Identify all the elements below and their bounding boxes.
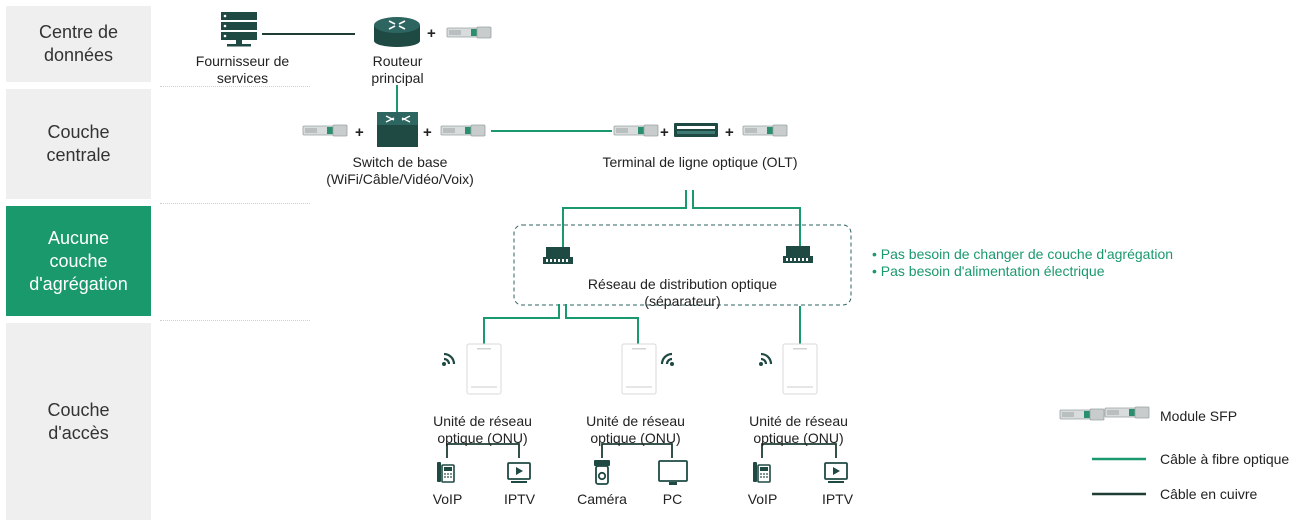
onu-device-icon — [621, 343, 657, 395]
wifi-icon — [757, 352, 773, 368]
layer-aggregation-label: Aucune couche d'agrégation — [29, 227, 128, 294]
voip-label: VoIP — [432, 491, 463, 507]
onu-device-icon — [466, 343, 502, 395]
fiber-cable — [565, 304, 639, 344]
fiber-cable — [483, 304, 560, 344]
legend-sfp-label: Module SFP — [1160, 408, 1238, 424]
layer-access: Couche d'accès — [6, 323, 151, 520]
plus-sign: + — [423, 124, 432, 141]
voip-label: VoIP — [747, 491, 778, 507]
legend-sfp-icon — [1059, 408, 1105, 421]
benefit-item: • Pas besoin de changer de couche d'agré… — [872, 246, 1174, 262]
olt-icon — [674, 123, 718, 137]
layer-core-label: Couche centrale — [46, 122, 111, 165]
onu-device-icon — [782, 343, 818, 395]
copper-cable — [761, 443, 837, 458]
plus-sign: + — [725, 124, 734, 141]
sfp-module-icon — [440, 124, 486, 137]
copper-cable — [601, 443, 673, 458]
odn-label: Réseau de distribution optique (séparate… — [587, 276, 778, 309]
splitter-icon — [543, 247, 573, 264]
fiber-cable — [562, 190, 687, 248]
layer-divider — [160, 203, 310, 204]
plus-sign: + — [427, 25, 436, 42]
layer-core: Couche centrale — [6, 89, 151, 199]
benefits-list: • Pas besoin de changer de couche d'agré… — [872, 246, 1173, 280]
legend-fiber-label: Câble à fibre optique — [1160, 451, 1290, 467]
wifi-icon — [660, 352, 676, 368]
layer-aggregation: Aucune couche d'agrégation — [6, 206, 151, 316]
layer-access-label: Couche d'accès — [47, 399, 110, 443]
fiber-cable — [692, 190, 801, 246]
layer-data-center-label: Centre de données — [38, 22, 119, 65]
sfp-module-icon — [613, 124, 659, 137]
router-icon — [374, 17, 420, 47]
sfp-module-icon — [446, 26, 492, 39]
phone-icon — [436, 461, 455, 483]
odn-box — [513, 224, 852, 306]
phone-icon — [752, 461, 771, 483]
olt-label: Terminal de ligne optique (OLT) — [602, 154, 798, 170]
benefit-item: • Pas besoin d'alimentation électrique — [872, 263, 1105, 279]
main-router-label: Routeur principal — [371, 53, 424, 86]
onu-label: Unité de réseau optique (ONU) — [433, 413, 532, 446]
wifi-icon — [440, 352, 456, 368]
plus-sign: + — [660, 124, 669, 141]
legend-sfp-icon — [1104, 406, 1150, 419]
onu-label: Unité de réseau optique (ONU) — [749, 413, 848, 446]
sfp-module-icon — [302, 124, 348, 137]
layer-data-center: Centre de données — [6, 6, 151, 82]
service-provider-label: Fournisseur de services — [195, 53, 290, 86]
copper-cable — [446, 443, 520, 458]
camera-label: Caméra — [577, 491, 627, 507]
pc-icon — [658, 460, 688, 485]
tv-icon — [507, 462, 531, 484]
server-icon — [221, 12, 257, 47]
core-switch-icon — [377, 112, 418, 147]
pc-label: PC — [662, 491, 683, 507]
legend-copper-label: Câble en cuivre — [1160, 486, 1258, 502]
iptv-label: IPTV — [503, 491, 536, 507]
layer-divider — [160, 86, 310, 87]
camera-icon — [594, 460, 610, 485]
splitter-icon — [783, 246, 813, 263]
sfp-module-icon — [742, 124, 788, 137]
plus-sign: + — [355, 124, 364, 141]
layer-divider — [160, 320, 310, 321]
core-switch-label: Switch de base (WiFi/Câble/Vidéo/Voix) — [326, 154, 474, 187]
tv-icon — [824, 462, 848, 484]
iptv-label: IPTV — [821, 491, 854, 507]
onu-label: Unité de réseau optique (ONU) — [586, 413, 685, 446]
